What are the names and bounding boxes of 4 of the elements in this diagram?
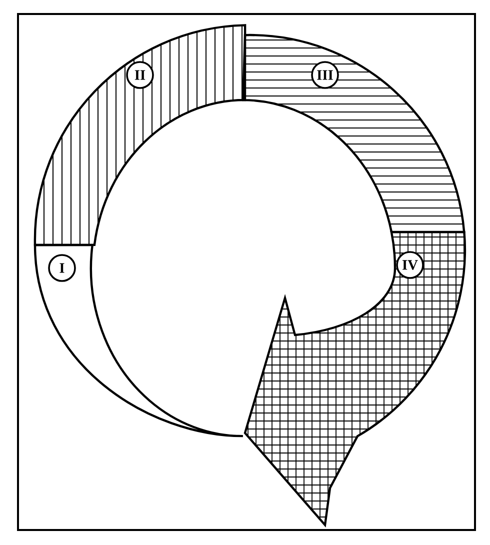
arrow-segment: III xyxy=(242,34,466,234)
arrow-segment: I xyxy=(34,244,244,438)
arrow-segment: IV xyxy=(244,230,466,526)
arrow-segment: II xyxy=(34,24,246,246)
